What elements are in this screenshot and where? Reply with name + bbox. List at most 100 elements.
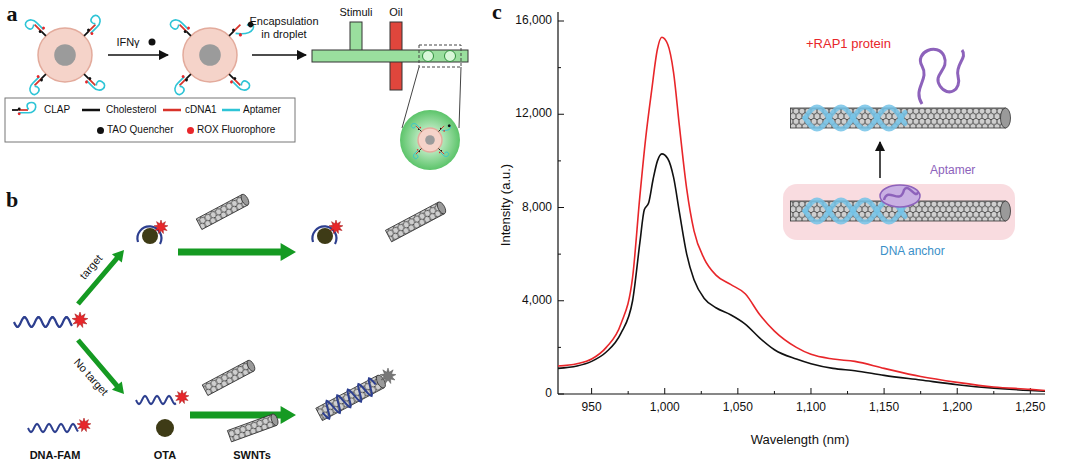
quencher-dot — [88, 76, 92, 80]
y-tick — [558, 347, 561, 348]
cholesterol-anchor — [419, 129, 421, 131]
y-tick — [558, 67, 561, 68]
legend-label: TAO Quencher — [107, 124, 174, 136]
tick-label: 1,000 — [650, 401, 680, 415]
tick-label: 950 — [582, 401, 602, 415]
legend-label: cDNA1 — [185, 104, 217, 116]
clap-probe — [437, 146, 450, 159]
fluorophore-dot — [417, 149, 419, 151]
aptamer-ribbon — [884, 188, 918, 200]
fluorophore-dot — [238, 33, 243, 38]
droplet — [423, 51, 434, 62]
panel-letter: c — [492, 0, 502, 25]
fluorophore-dot — [36, 74, 40, 78]
fluorophore-star — [77, 418, 91, 432]
ota-ball — [156, 419, 174, 437]
clap-probe — [24, 15, 50, 41]
y-tick — [558, 300, 564, 301]
y-tick — [558, 114, 564, 115]
fluorophore-dot — [181, 74, 185, 78]
droplet — [445, 51, 456, 62]
y-axis — [557, 12, 558, 394]
fluorophore-dot — [41, 26, 45, 30]
process-arrow — [190, 406, 296, 424]
quencher-dot — [184, 78, 188, 82]
clap-probe — [80, 69, 106, 95]
fluorophore-dot — [84, 80, 88, 84]
legend-label: Aptamer — [243, 104, 281, 116]
clap-probe — [169, 15, 195, 41]
x-axis — [558, 393, 1045, 394]
legend-swatch — [187, 127, 194, 134]
clap-probe — [225, 69, 251, 95]
aptamer-strand — [27, 77, 47, 97]
aptamer-strand — [83, 14, 103, 34]
spectrum-line — [558, 37, 1045, 390]
cell — [24, 14, 106, 96]
quencher-dot — [233, 76, 237, 80]
y-tick — [558, 207, 564, 208]
fluorophore-dot — [90, 31, 94, 35]
clap-probe — [25, 70, 51, 96]
x-tick — [664, 388, 665, 394]
aptamer-strand — [232, 73, 252, 93]
fluorophore-star — [154, 220, 168, 234]
nanotube — [196, 193, 250, 229]
cholesterol-anchor — [186, 31, 191, 36]
quencher-dot — [440, 150, 442, 152]
legend-line-sample — [222, 109, 240, 112]
x-tick — [774, 391, 775, 394]
quencher-dot — [86, 28, 90, 32]
nanotube-end — [270, 413, 280, 426]
channel-label: Oil — [389, 6, 402, 19]
fluorophore-dot — [186, 26, 190, 30]
quencher-dot — [38, 29, 42, 33]
tick-label: 1,150 — [869, 401, 899, 415]
aptamer-strand — [172, 77, 192, 97]
y-tick — [558, 254, 561, 255]
process-arrow — [178, 243, 296, 261]
x-tick — [920, 391, 921, 394]
legend-line-sample — [163, 109, 181, 112]
aptamer-strand — [410, 122, 420, 132]
droplet-enlarged — [400, 110, 460, 170]
cholesterol-anchor — [438, 129, 440, 131]
nanotube-body — [791, 108, 1006, 128]
nanotube-end — [1001, 108, 1011, 128]
zoom-box — [419, 45, 461, 67]
series-label: +RAP1 protein — [806, 37, 891, 52]
panel-b — [14, 193, 447, 442]
x-tick — [957, 388, 958, 394]
aptamer-strand — [440, 148, 450, 158]
fluorophore-dot — [229, 80, 233, 84]
nanotube-end — [239, 193, 250, 206]
nanotube — [227, 413, 279, 442]
main-channel — [312, 50, 468, 62]
condition-label: No target — [71, 356, 111, 398]
legend-label: CLAP — [44, 104, 70, 116]
dna-anchor-helix — [805, 107, 905, 129]
nanotube — [791, 108, 1011, 128]
x-tick — [993, 391, 994, 394]
tick-label: 16,000 — [515, 14, 552, 28]
nanotube-end — [245, 359, 256, 372]
stimuli-channel — [350, 22, 362, 52]
quencher-dot — [39, 78, 43, 82]
aptamer-protein — [880, 185, 920, 207]
quencher-dot — [418, 150, 420, 152]
aptamer-strand — [412, 150, 422, 160]
inset-label: Aptamer — [930, 164, 975, 178]
quencher-dot — [18, 108, 21, 111]
cholesterol-anchor — [186, 74, 191, 79]
axis-title: Wavelength (nm) — [751, 433, 850, 448]
cell — [410, 121, 452, 159]
reagent-label: DNA-FAM — [30, 449, 81, 462]
x-tick — [591, 388, 592, 394]
cholesterol-anchor — [419, 148, 421, 150]
panel-letter: a — [7, 1, 18, 26]
panel-a — [5, 14, 468, 170]
aptamer-strand — [442, 124, 452, 134]
cell — [169, 15, 256, 96]
dna-strand — [14, 317, 72, 327]
